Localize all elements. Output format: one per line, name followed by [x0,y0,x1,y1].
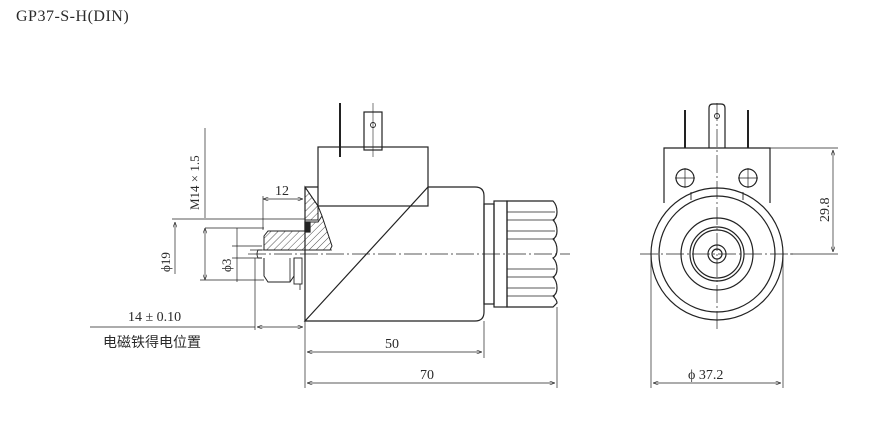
dim-height-label: 29.8 [818,198,833,223]
knurled-nut [506,200,558,308]
energized-position-label: 电磁铁得电位置 [103,334,201,351]
phi19-label: ϕ19 [158,252,173,272]
phi3-label: ϕ3 [219,259,234,272]
connector-block [317,146,429,207]
side-view [248,103,570,322]
coil-body [303,186,485,322]
dim-14-label: 14 ± 0.10 [128,310,181,325]
drawing-title: GP37-S-H(DIN) [16,8,130,25]
dim-50-label: 50 [385,337,399,352]
dim-diameter-label: ϕ 37.2 [688,368,723,383]
dim-70-label: 70 [420,368,434,383]
side-view-dimensions [90,128,558,388]
dim-12-label: 12 [275,184,289,199]
front-view [640,103,795,330]
front-view-dimensions [650,147,838,388]
thread-spec-label: M14 × 1.5 [187,155,202,210]
